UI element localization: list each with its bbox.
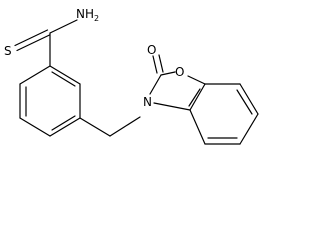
bond-o1-c7a — [187, 75, 206, 85]
ring-a-bond-1 — [49, 65, 81, 85]
atom-label-o-ring: O — [175, 65, 184, 79]
atom-label-h2-subscript: 2 — [94, 14, 99, 23]
bond-n-c2 — [149, 74, 162, 95]
ring-b-inner-1 — [236, 89, 253, 115]
atom-label-h-amide: H — [85, 7, 94, 21]
ring-a-bond-4 — [19, 117, 51, 137]
bond-c-s-double-b — [16, 34, 51, 52]
bond-c2-o-double-b — [158, 54, 164, 73]
atom-label-n-amide: N — [76, 7, 85, 21]
ring-b-bond-3 — [239, 113, 259, 145]
ring-b-bond-5 — [189, 109, 206, 145]
ring-a-inner-2 — [51, 115, 76, 131]
benzene-ring-right — [189, 83, 259, 145]
oxazolone-ring — [149, 54, 206, 111]
bond-c7a-c3a-inner — [188, 88, 201, 107]
atom-label-o-carbonyl: O — [147, 43, 156, 57]
molecule-drawing: S N H 2 O O N — [4, 7, 259, 145]
methylene-linker — [79, 116, 141, 137]
benzene-ring-left — [19, 65, 81, 137]
bond-ch2-n — [109, 116, 141, 137]
bond-c-s-double-a — [14, 29, 49, 47]
ring-a-bond-3 — [49, 117, 81, 137]
bond-c2-o1 — [160, 71, 176, 76]
bond-c2-o-double-a — [152, 55, 158, 74]
bond-c-n-amide — [49, 19, 78, 34]
bond-ring-ch2 — [79, 117, 111, 137]
thioamide-group — [14, 19, 78, 67]
bond-n-c3a — [153, 102, 191, 111]
bond-c7a-c3a — [189, 83, 206, 111]
ring-b-bond-2 — [239, 83, 259, 115]
ring-a-bond-6 — [19, 65, 51, 85]
atom-label-n-ring: N — [143, 95, 152, 109]
structure-diagram: S N H 2 O O N — [4, 7, 259, 145]
ring-a-inner-1 — [51, 71, 76, 87]
atom-label-s: S — [4, 44, 12, 58]
